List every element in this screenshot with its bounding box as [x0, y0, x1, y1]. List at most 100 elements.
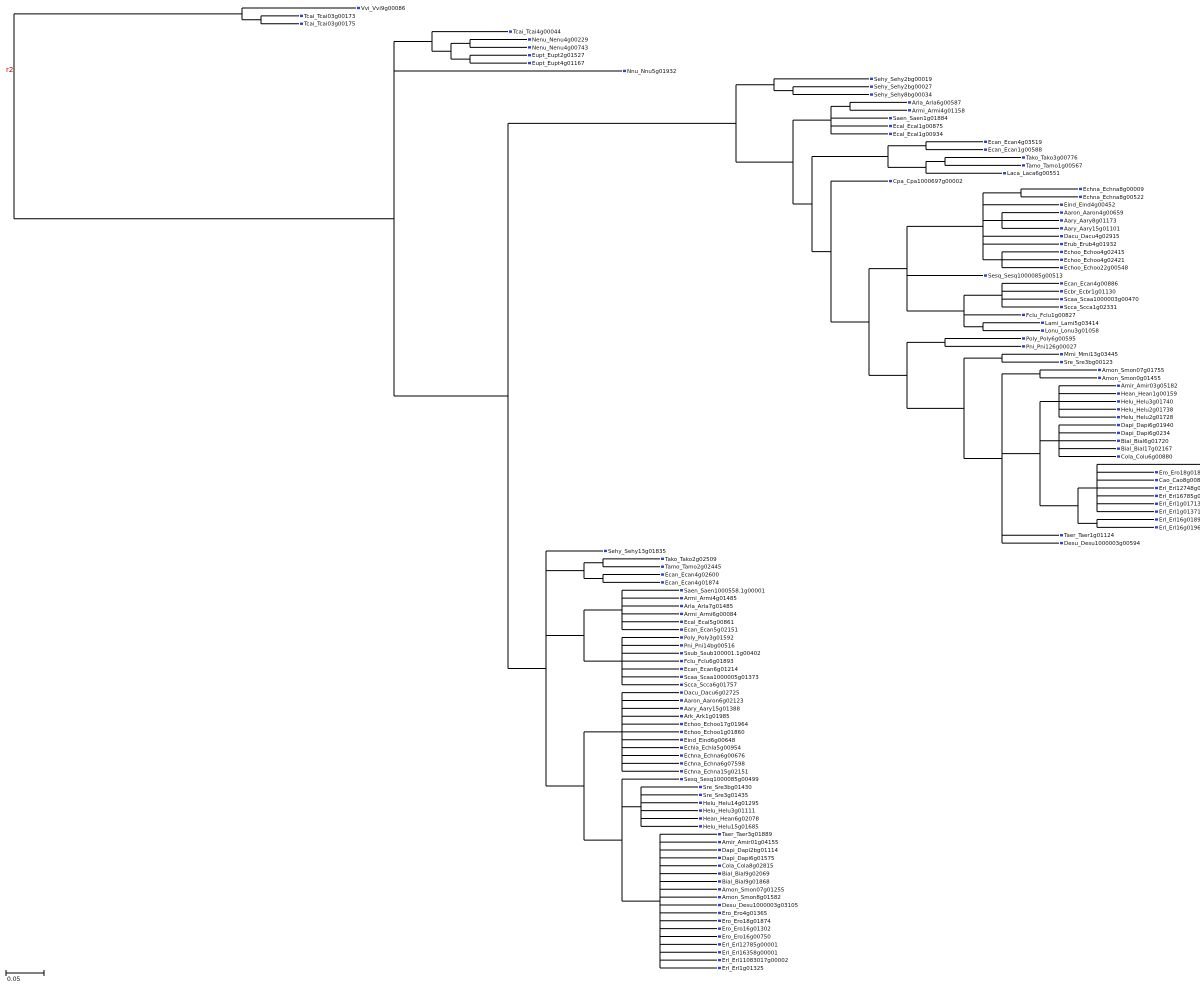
tip-label: Mmi_Mmi13g03445 [1064, 352, 1118, 358]
tip-marker [1060, 258, 1063, 262]
tip-marker [718, 935, 721, 938]
tip-marker [870, 77, 873, 81]
tip-marker [1060, 290, 1063, 293]
tip-label: Hean_Hean1g00159 [1121, 392, 1177, 398]
tip-marker [1117, 400, 1120, 403]
tip-label: Ecal_Ecal1g00875 [893, 124, 944, 130]
tip-marker [1117, 439, 1120, 442]
tip-marker [680, 659, 683, 663]
tip-marker [680, 738, 683, 742]
tip-marker [680, 596, 683, 600]
tip-marker [680, 707, 683, 710]
tip-label: Armi_Armi4g01485 [684, 596, 737, 602]
tip-marker [1041, 329, 1044, 332]
tip-label: Erl_Erl16g01898 [1159, 517, 1200, 523]
tip-label: Erl_Erl16g01962 [1159, 525, 1200, 531]
tip-label: Erl_Erl12748g00001 [1159, 486, 1200, 492]
tip-label: Ero_Ero16g00750 [722, 935, 771, 941]
tip-label: Erub_Erub4g01932 [1064, 242, 1117, 248]
tip-label: Laca_Laca6g00551 [1007, 171, 1060, 177]
tip-label: Poly_Poly6g00595 [1026, 336, 1076, 342]
tip-label: Sre_Sre3g01435 [703, 793, 749, 799]
tip-marker [1060, 541, 1063, 545]
tip-label: Aaron_Aaron6g02123 [684, 698, 744, 704]
tip-label: Tamo_Tamo1g00567 [1025, 163, 1083, 169]
tip-marker [718, 958, 721, 962]
tip-marker [300, 22, 303, 25]
tip-marker [1155, 494, 1158, 498]
tree-labels: Vvi_Vvi9g00086Tcai_Tcai03g00173Tcai_Tcai… [300, 6, 1200, 972]
tip-label: Echoo_Echoo22g00548 [1064, 266, 1129, 272]
tip-marker [889, 179, 892, 183]
tip-marker [509, 30, 512, 33]
tip-marker [661, 581, 664, 584]
tip-label: Armi_Armi4g01158 [912, 108, 965, 114]
tip-label: Echla_Echla5g00954 [684, 746, 742, 752]
tip-label: Erl_Erl1g01371 [1159, 510, 1200, 516]
tip-label: Bial_Bial6g01720 [1121, 439, 1169, 445]
tip-label: Bial_Bial9g02069 [722, 872, 770, 878]
tip-label: Taer_Taer1g01124 [1063, 533, 1115, 539]
tip-label: Scca_Scca6g01757 [684, 683, 738, 689]
tip-marker [1060, 534, 1063, 537]
tip-marker [870, 93, 873, 96]
tip-marker [1117, 408, 1120, 411]
tip-label: Tcai_Tcai03g00175 [303, 22, 356, 28]
tip-marker [718, 919, 721, 922]
tip-marker [889, 116, 892, 120]
tip-label: Ero_Ero16g01302 [722, 927, 771, 933]
tip-label: Amir_Amir01g04155 [722, 840, 779, 846]
tip-marker [680, 612, 683, 616]
tip-label: Ero_Ero18g01874 [722, 919, 771, 925]
tip-marker [528, 61, 531, 65]
tip-label: Helu_Helu15g01685 [703, 824, 759, 830]
tip-label: Sehy_Sehy8bg00034 [874, 93, 932, 99]
tip-marker [984, 148, 987, 151]
tip-marker [1060, 211, 1063, 214]
tip-marker [680, 714, 683, 718]
tip-label: Echna_Echna8g00522 [1083, 195, 1144, 201]
tip-marker [1079, 187, 1082, 191]
tip-label: Sesq_Sesq1000085g00513 [988, 274, 1063, 280]
tip-marker [1041, 321, 1044, 324]
tip-marker [1155, 518, 1158, 521]
tip-label: Ecan_Ecan4g02600 [665, 573, 719, 579]
tip-label: Fclu_Fclu6g01893 [684, 659, 734, 665]
tip-label: Tako_Tako3g00776 [1025, 156, 1078, 162]
tip-label: Ecan_Ecan4g01874 [665, 580, 719, 586]
tip-label: Tako_Tako2g02509 [664, 557, 717, 563]
tip-marker [718, 911, 721, 915]
tip-label: Echoo_Echoo4g02415 [1064, 250, 1125, 256]
tip-label: Dapi_Dapi6g0234 [1121, 431, 1170, 437]
tip-label: Echoo_Echoo17g01964 [684, 722, 749, 728]
tip-label: Poly_Poly3g01592 [684, 636, 734, 642]
tip-label: Helu_Helu2g01738 [1121, 407, 1174, 413]
tip-label: Erl_Erl12785g00001 [722, 942, 778, 948]
tip-label: Sre_Sre3bg00123 [1064, 360, 1113, 366]
tip-marker [680, 762, 683, 765]
tip-marker [680, 644, 683, 647]
tip-marker [1117, 392, 1120, 395]
tip-marker [699, 793, 702, 797]
tip-marker [1155, 478, 1158, 482]
tip-label: Dapi_Dapi6g01940 [1121, 423, 1174, 429]
tip-label: Dapi_Dapi2bg01114 [722, 848, 778, 854]
tip-label: Tcai_Tcai03g00173 [303, 14, 356, 20]
tip-marker [908, 101, 911, 104]
tip-marker [1060, 360, 1063, 364]
tip-label: Aaron_Aaron4g00659 [1064, 211, 1124, 217]
tip-label: Nnu_Nnu5g01932 [627, 69, 676, 75]
tip-label: Echoo_Echoo1g01860 [684, 730, 745, 736]
tip-marker [1060, 305, 1063, 309]
tip-marker [1155, 510, 1158, 513]
tip-marker [889, 132, 892, 136]
tip-marker [870, 85, 873, 88]
tip-label: Ero_Ero18g01871 [1159, 470, 1200, 476]
root-label: r2 [6, 66, 13, 74]
tip-marker [357, 6, 360, 10]
tip-label: Cola_Colu6g00880 [1121, 455, 1173, 461]
tip-label: Helu_Helu2g01728 [1121, 415, 1174, 421]
tip-label: Hean_Hean6g02078 [703, 816, 759, 822]
tip-label: Cpa_Cpa1000697g00002 [893, 179, 963, 185]
tip-marker [680, 589, 683, 592]
